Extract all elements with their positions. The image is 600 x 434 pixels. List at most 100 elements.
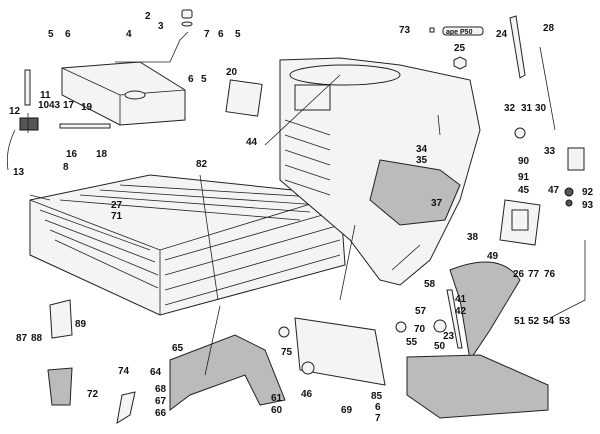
rear-fender	[449, 261, 521, 362]
nut-92	[564, 187, 574, 197]
cap-washer	[181, 21, 193, 27]
part-label-45: 45	[518, 185, 530, 196]
part-label-67: 67	[155, 396, 167, 407]
tool-bag	[47, 367, 73, 406]
part-label-6: 6	[375, 402, 381, 413]
bushing-23	[433, 319, 447, 333]
part-label-75: 75	[281, 347, 293, 358]
part-label-73: 73	[399, 25, 411, 36]
part-label-47: 47	[548, 185, 560, 196]
cargo-bed	[29, 174, 346, 316]
bracket	[567, 147, 585, 171]
part-label-6: 6	[218, 29, 224, 40]
part-label-61: 61	[271, 393, 283, 404]
part-label-25: 25	[454, 43, 466, 54]
part-label-66: 66	[155, 408, 167, 419]
badge-clip	[429, 27, 435, 33]
part-label-8: 8	[63, 162, 69, 173]
part-label-33: 33	[544, 146, 556, 157]
cap-75	[278, 326, 290, 338]
cab	[279, 57, 481, 286]
part-label-7: 7	[375, 413, 381, 424]
part-label-90: 90	[518, 156, 530, 167]
part-label-50: 50	[434, 341, 446, 352]
stand-arm	[549, 240, 586, 319]
part-label-30: 30	[535, 103, 547, 114]
part-label-92: 92	[582, 187, 594, 198]
cap-70	[395, 321, 407, 333]
part-label-77: 77	[528, 269, 540, 280]
part-label-52: 52	[528, 316, 540, 327]
part-label-38: 38	[467, 232, 479, 243]
part-label-88: 88	[31, 333, 43, 344]
part-label-76: 76	[544, 269, 556, 280]
part-label-85: 85	[371, 391, 383, 402]
part-label-58: 58	[424, 279, 436, 290]
rear-window-frame	[225, 79, 263, 117]
wiper-pivot	[514, 127, 526, 139]
floor-panel	[294, 317, 386, 386]
part-label-72: 72	[87, 389, 99, 400]
tail-light-lens	[511, 209, 529, 231]
part-label-55: 55	[406, 337, 418, 348]
part-label-12: 12	[9, 106, 21, 117]
tank-strap	[115, 31, 189, 63]
mudflap	[49, 299, 73, 339]
part-label-5: 5	[235, 29, 241, 40]
part-label-34: 34	[416, 144, 428, 155]
part-label-68: 68	[155, 384, 167, 395]
knob-46	[301, 361, 315, 375]
part-label-89: 89	[75, 319, 87, 330]
part-label-27: 27	[111, 200, 123, 211]
part-label-44: 44	[246, 137, 258, 148]
side-strip	[446, 289, 463, 349]
part-label-16: 16	[66, 149, 78, 160]
part-label-7: 7	[204, 29, 210, 40]
part-label-65: 65	[172, 343, 184, 354]
part-label-18: 18	[96, 149, 108, 160]
part-label-70: 70	[414, 324, 426, 335]
part-label-54: 54	[543, 316, 555, 327]
badge-text: ape P50	[446, 29, 473, 36]
part-label-51: 51	[514, 316, 526, 327]
part-label-37: 37	[431, 198, 443, 209]
leader-lines	[27, 74, 441, 376]
part-label-35: 35	[416, 155, 428, 166]
part-label-64: 64	[150, 367, 162, 378]
part-label-5: 5	[201, 74, 207, 85]
part-label-3: 3	[158, 21, 164, 32]
front-fender	[169, 334, 286, 411]
wiper-arm	[539, 46, 556, 131]
part-label-74: 74	[118, 366, 130, 377]
part-label-57: 57	[415, 306, 427, 317]
part-label-71: 71	[111, 211, 123, 222]
hook-bracket	[116, 391, 136, 425]
part-label-4: 4	[126, 29, 132, 40]
part-label-11: 11	[40, 90, 51, 101]
nut	[453, 56, 467, 70]
part-label-20: 20	[226, 67, 238, 78]
part-label-82: 82	[196, 159, 208, 170]
part-label-31: 31	[521, 103, 533, 114]
part-label-2: 2	[145, 11, 151, 22]
part-label-43: 43	[49, 100, 61, 111]
part-label-93: 93	[582, 200, 594, 211]
part-label-60: 60	[271, 405, 283, 416]
part-label-46: 46	[301, 389, 313, 400]
part-label-26: 26	[513, 269, 525, 280]
part-label-24: 24	[496, 29, 508, 40]
nut-93	[565, 199, 573, 207]
part-label-17: 17	[63, 100, 75, 111]
part-label-49: 49	[487, 251, 499, 262]
part-label-53: 53	[559, 316, 571, 327]
ape-p50-badge	[442, 26, 484, 36]
part-label-91: 91	[518, 172, 530, 183]
seat-cushion	[406, 354, 549, 419]
part-label-41: 41	[455, 294, 467, 305]
part-label-6: 6	[65, 29, 71, 40]
part-label-10: 10	[38, 100, 50, 111]
part-label-87: 87	[16, 333, 28, 344]
wiper-blade	[509, 15, 526, 79]
